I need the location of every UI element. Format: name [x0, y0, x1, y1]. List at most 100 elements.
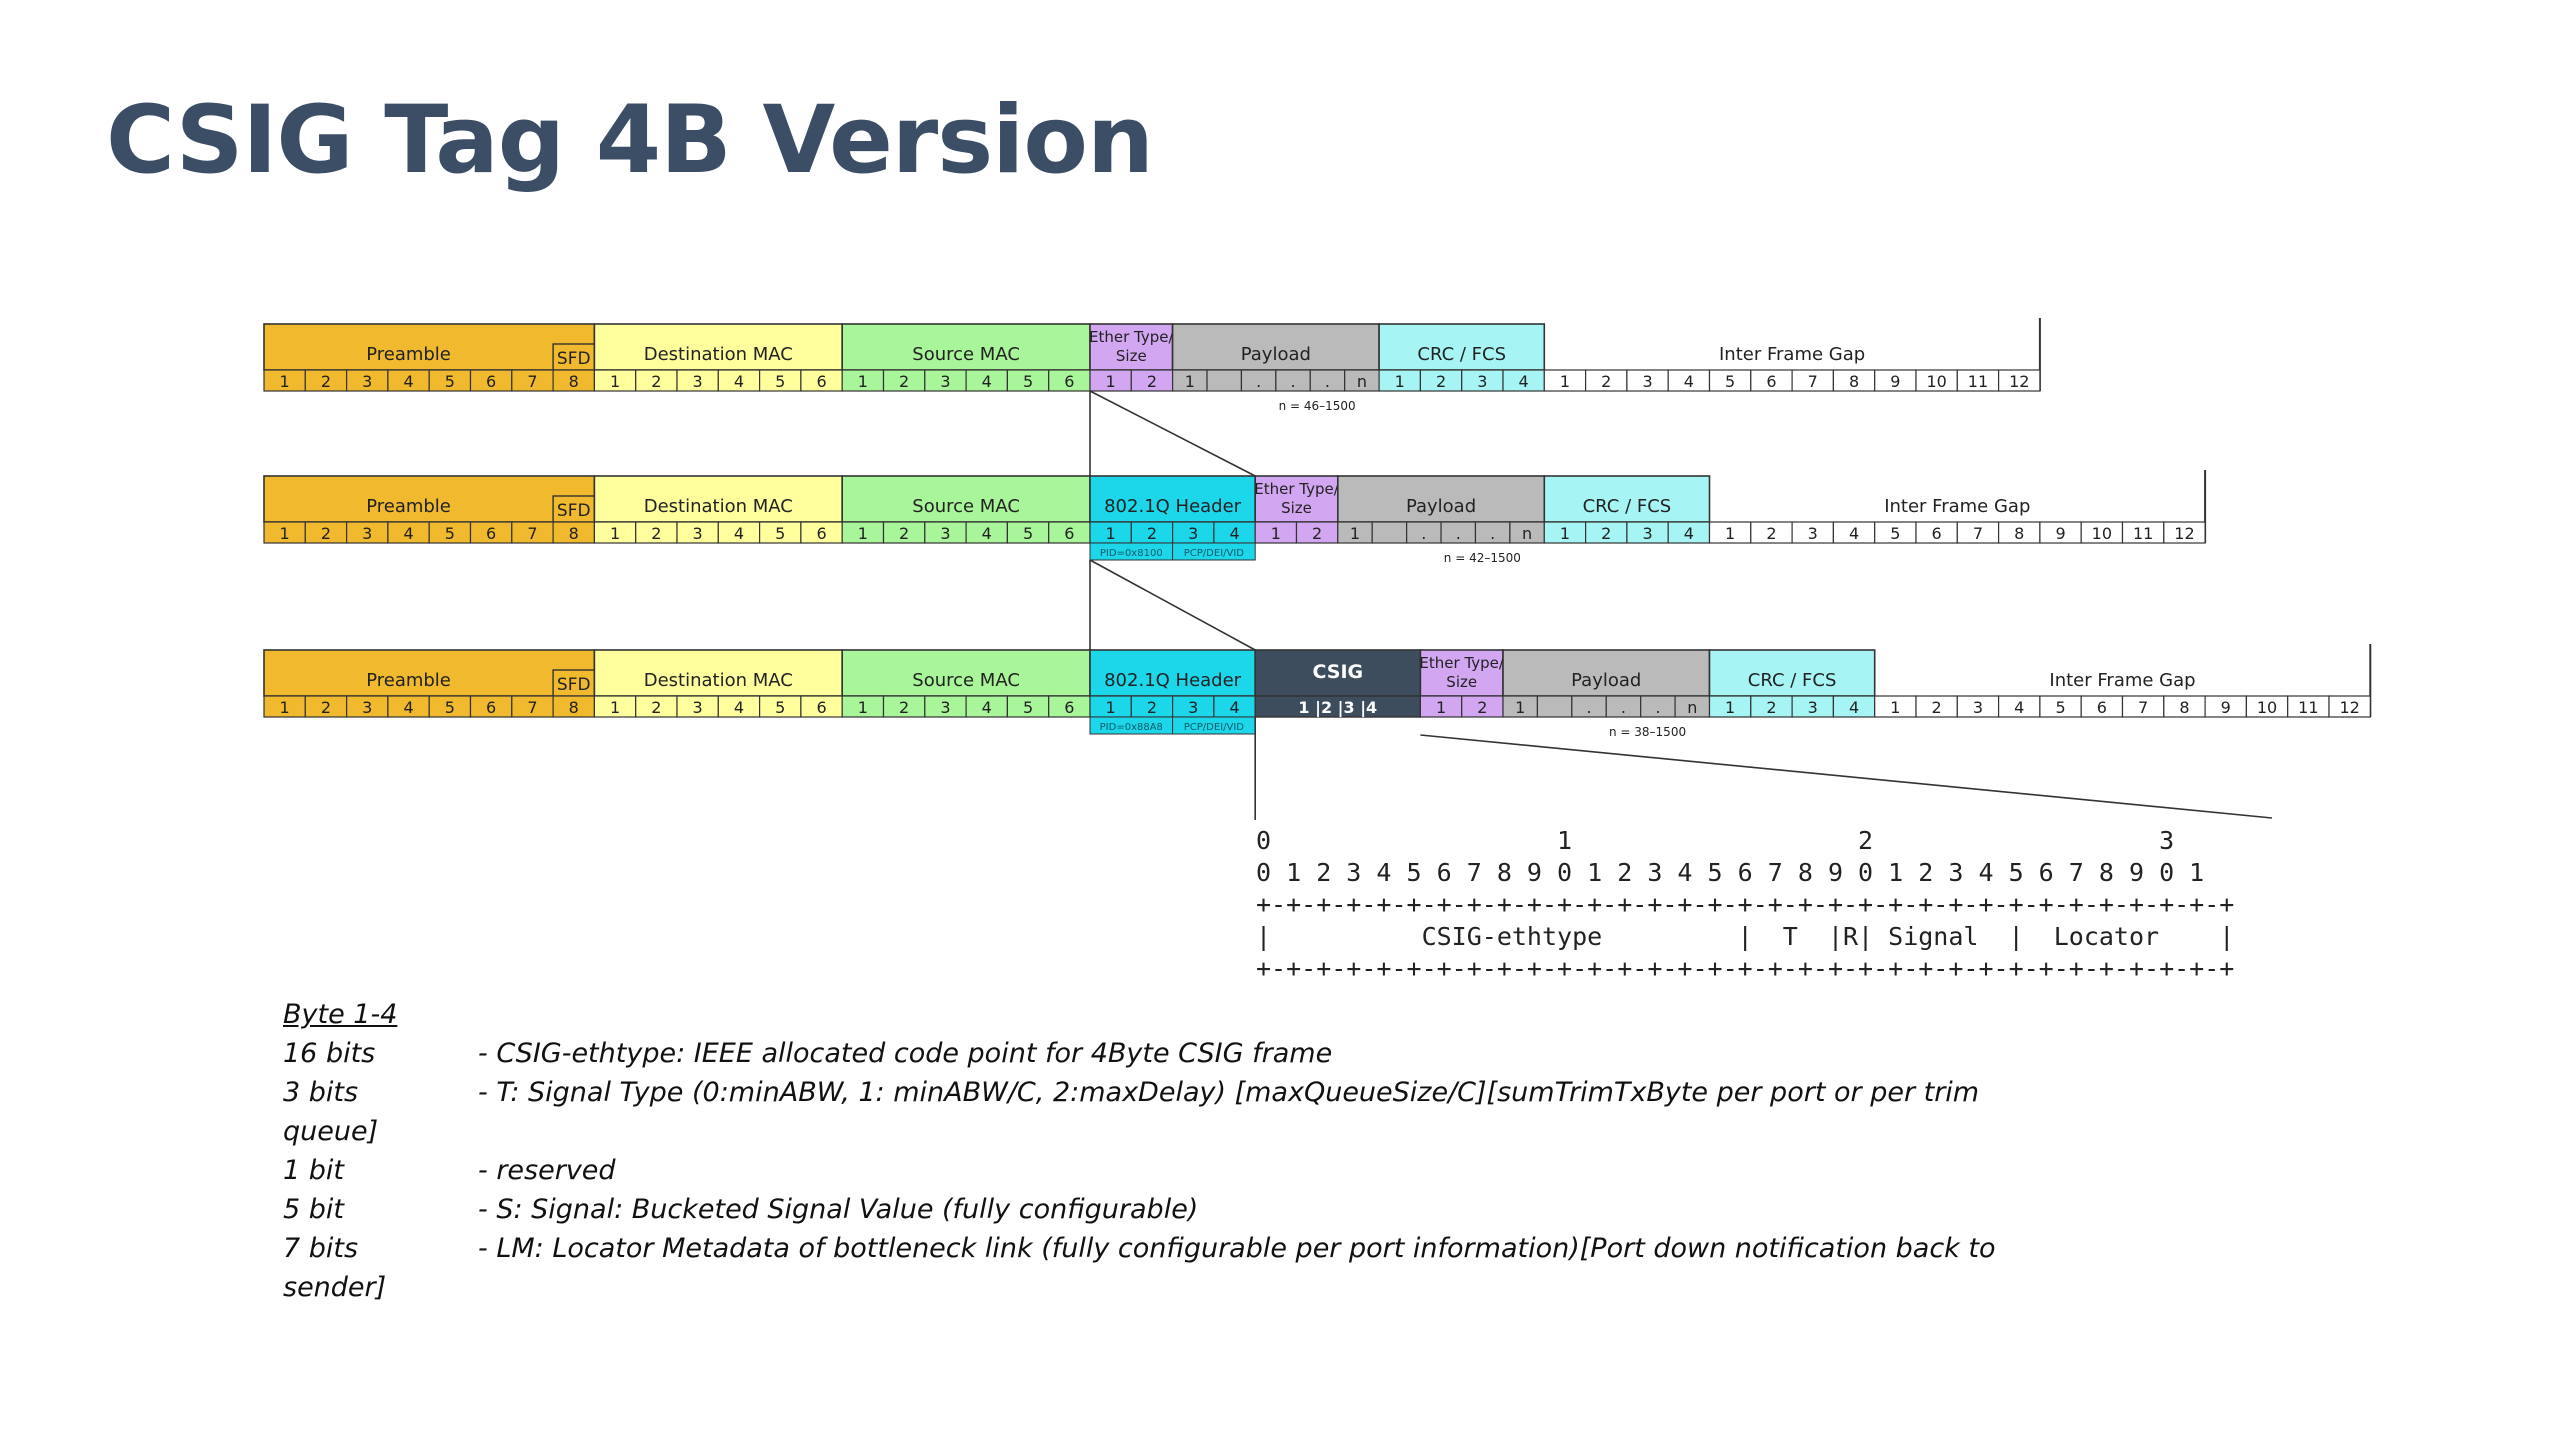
frame-1-preamble-byte-num: 8 — [569, 372, 579, 391]
frame-3-payload-byte-num: . — [1586, 698, 1591, 717]
frame-2-payload-byte-num: 1 — [1350, 524, 1360, 543]
frame-2-dest-mac-byte-num: 2 — [651, 524, 661, 543]
frame-1-dest-mac-byte-num: 1 — [610, 372, 620, 391]
frame-3-ethertype-label: Ether Type/ — [1419, 654, 1504, 672]
frame-1-dest-mac-byte-num: 2 — [651, 372, 661, 391]
note-size: 3 bits — [283, 1077, 359, 1108]
frame-1-ifg-byte-num: 10 — [1926, 372, 1946, 391]
frame-3-ifg-byte-num: 3 — [1973, 698, 1983, 717]
frame-2-source-mac-byte-num: 5 — [1023, 524, 1033, 543]
frame-1-ifg-byte-num: 8 — [1849, 372, 1859, 391]
frame-3-dest-mac-box — [593, 649, 844, 697]
frame-1-source-mac-byte-num: 4 — [982, 372, 992, 391]
frame-3-ifg-byte-num: 6 — [2097, 698, 2107, 717]
frame-3-dest-mac-byte-num: 5 — [775, 698, 785, 717]
note-size: 7 bits — [283, 1233, 359, 1264]
frame-3-crc-label: CRC / FCS — [1748, 670, 1837, 691]
frame-2-source-mac-byte-num: 2 — [899, 524, 909, 543]
frame-3-dest-mac-byte-num: 3 — [693, 698, 703, 717]
sfd-label: SFD — [557, 501, 591, 521]
frame-2-dot1q-sub-label: PID=0x8100 — [1100, 548, 1163, 559]
frame-2-preamble-byte-num: 1 — [280, 524, 290, 543]
frame-2-dest-mac-byte-num: 6 — [816, 524, 826, 543]
frame-3-dot1q-label: 802.1Q Header — [1104, 670, 1242, 691]
frame-2-crc-byte-num: 2 — [1601, 524, 1611, 543]
frame-1-ifg-byte-num: 11 — [1968, 372, 1988, 391]
frame-1-ifg-byte-num: 4 — [1684, 372, 1694, 391]
slide-title: CSIG Tag 4B Version — [106, 86, 1154, 195]
frame-2-ethertype-label: Size — [1281, 499, 1312, 517]
frame-1-source-mac-byte-num: 1 — [858, 372, 868, 391]
frame-1-crc-box — [1378, 323, 1546, 371]
frame-3-crc-box — [1708, 649, 1876, 697]
frame-2-crc-byte-num: 4 — [1684, 524, 1694, 543]
frame-1-ethertype-label: Size — [1116, 347, 1147, 365]
frame-1-payload-byte-num: . — [1291, 372, 1296, 391]
frame-3-ifg-byte-num: 8 — [2179, 698, 2189, 717]
frame-2-payload-byte-num: . — [1456, 524, 1461, 543]
frame-3-crc-byte-num: 2 — [1766, 698, 1776, 717]
frame-3-ethertype-label: Size — [1446, 673, 1477, 691]
frame-3-dest-mac-byte-num: 1 — [610, 698, 620, 717]
frame-3-payload-byte-num: n — [1687, 698, 1697, 717]
frame-1-source-mac-byte-num: 3 — [940, 372, 950, 391]
frame-1-crc-byte-num: 3 — [1477, 372, 1487, 391]
frame-3-ifg-byte-num: 10 — [2257, 698, 2277, 717]
frame-2-dest-mac-byte-num: 1 — [610, 524, 620, 543]
frame-3-preamble-byte-num: 7 — [527, 698, 537, 717]
frame-1-preamble-byte-num: 4 — [403, 372, 413, 391]
note-desc: - LM: Locator Metadata of bottleneck lin… — [478, 1233, 1996, 1264]
frame-3-preamble-byte-num: 2 — [321, 698, 331, 717]
frame-3-crc-byte-num: 1 — [1725, 698, 1735, 717]
frame-1-preamble-byte-num: 7 — [527, 372, 537, 391]
frame-3-payload-box — [1502, 649, 1711, 697]
frame-1-payload-box — [1171, 323, 1380, 371]
frame-1-preamble-label: Preamble — [366, 344, 451, 365]
frame-3-csig-label: CSIG — [1312, 661, 1363, 683]
frame-2-ethertype-byte-num: 1 — [1271, 524, 1281, 543]
frame-2-payload-byte-num: n — [1522, 524, 1532, 543]
note-row: 5 bit - S: Signal: Bucketed Signal Value… — [283, 1190, 2383, 1229]
frame-1-preamble-box — [263, 323, 596, 371]
frame-3-ifg-byte-num: 7 — [2138, 698, 2148, 717]
frame-2-ifg-byte-num: 4 — [1849, 524, 1859, 543]
frame-1-crc-byte-num: 2 — [1436, 372, 1446, 391]
frame-1-preamble-byte-num: 1 — [280, 372, 290, 391]
frame-3-source-mac-byte-num: 1 — [858, 698, 868, 717]
frame-3-preamble-byte-num: 3 — [362, 698, 372, 717]
frame-1-dest-mac-byte-num: 6 — [816, 372, 826, 391]
frame-1-ifg-byte-num: 12 — [2009, 372, 2029, 391]
bit-units-ruler: 0 1 2 3 4 5 6 7 8 9 0 1 2 3 4 5 6 7 8 9 … — [1256, 858, 2205, 887]
frame-3-crc-byte-num: 4 — [1849, 698, 1859, 717]
frame-1-preamble-byte-num: 2 — [321, 372, 331, 391]
frame-3-dot1q-box — [1089, 649, 1256, 697]
frame-2-source-mac-byte-num: 6 — [1064, 524, 1074, 543]
frame-2-source-mac-byte-num: 4 — [982, 524, 992, 543]
note-wrap: queue] — [283, 1116, 379, 1147]
frame-2-preamble-byte-num: 3 — [362, 524, 372, 543]
frame-2-source-mac-label: Source MAC — [912, 496, 1020, 517]
frame-1-ifg-byte-num: 5 — [1725, 372, 1735, 391]
frame-2-preamble-byte-num: 7 — [527, 524, 537, 543]
frame-3-payload-byte-cell — [1536, 695, 1573, 718]
frame-2-crc-byte-num: 1 — [1560, 524, 1570, 543]
note-size: 1 bit — [283, 1155, 344, 1186]
frame-1-preamble-byte-num: 3 — [362, 372, 372, 391]
frame-1-crc-byte-num: 1 — [1395, 372, 1405, 391]
frame-2-ifg-label: Inter Frame Gap — [1884, 496, 2030, 517]
frame-2-payload-label: Payload — [1406, 496, 1476, 517]
frame-1-ifg-byte-cell — [1997, 369, 2041, 392]
frame-1-payload-label: Payload — [1241, 344, 1311, 365]
connector-line — [1089, 559, 1256, 651]
frame-2-ifg-byte-num: 5 — [1890, 524, 1900, 543]
frame-3-dot1q-byte-num: 1 — [1106, 698, 1116, 717]
note-row: 16 bits - CSIG-ethtype: IEEE allocated c… — [283, 1034, 2383, 1073]
frame-2-dot1q-byte-num: 4 — [1229, 524, 1239, 543]
frame-1-payload-byte-num: 1 — [1185, 372, 1195, 391]
bit-border-bottom: +-+-+-+-+-+-+-+-+-+-+-+-+-+-+-+-+-+-+-+-… — [1256, 954, 2235, 983]
frame-3-ifg-byte-num: 9 — [2221, 698, 2231, 717]
frame-1-crc-label: CRC / FCS — [1417, 344, 1506, 365]
frame-3-preamble-byte-num: 8 — [569, 698, 579, 717]
frame-2-ifg-byte-num: 2 — [1766, 524, 1776, 543]
frame-1-ethertype-byte-num: 2 — [1147, 372, 1157, 391]
